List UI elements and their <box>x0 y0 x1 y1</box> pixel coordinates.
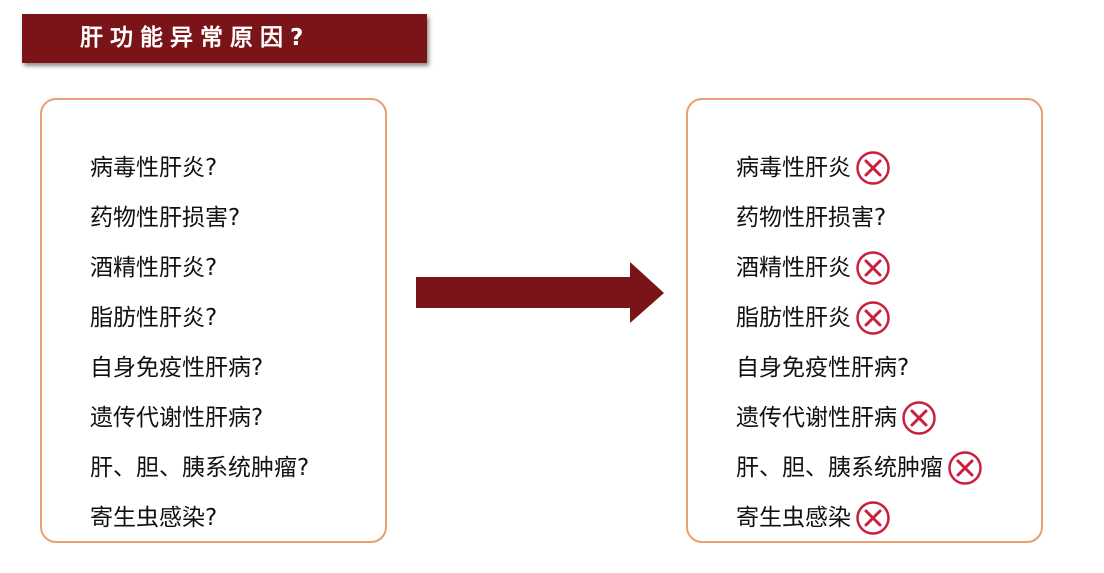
list-item: 自身免疫性肝病? <box>90 355 264 381</box>
x-mark-icon <box>901 400 937 436</box>
list-item: 寄生虫感染 <box>736 493 983 543</box>
list-item: 酒精性肝炎 <box>736 243 983 293</box>
slide-title: 肝功能异常原因? <box>22 14 427 63</box>
x-mark-icon <box>947 450 983 486</box>
item-text: 寄生虫感染 <box>736 505 851 531</box>
list-item: 自身免疫性肝病? <box>736 343 983 393</box>
list-item: 遗传代谢性肝病? <box>90 405 264 431</box>
x-mark-icon <box>855 300 891 336</box>
list-item: 酒精性肝炎? <box>90 255 218 281</box>
list-item: 药物性肝损害? <box>90 205 241 231</box>
list-item: 肝、胆、胰系统肿瘤? <box>90 455 310 481</box>
right-arrow-icon <box>416 262 664 323</box>
possible-causes-box: 病毒性肝炎? 药物性肝损害? 酒精性肝炎? 脂肪性肝炎? 自身免疫性肝病? 遗传代谢性肝病… <box>40 98 387 543</box>
x-mark-icon <box>855 500 891 536</box>
list-item: 肝、胆、胰系统肿瘤 <box>736 443 983 493</box>
item-text: 酒精性肝炎 <box>736 255 851 281</box>
list-item: 病毒性肝炎 <box>736 143 983 193</box>
item-text: 遗传代谢性肝病 <box>736 405 897 431</box>
list-item: 脂肪性肝炎 <box>736 293 983 343</box>
x-mark-icon <box>855 250 891 286</box>
item-text: 脂肪性肝炎 <box>736 305 851 331</box>
item-text: 药物性肝损害? <box>736 205 887 231</box>
possible-causes-list: 病毒性肝炎? 药物性肝损害? 酒精性肝炎? 脂肪性肝炎? 自身免疫性肝病? 遗传代谢性肝病… <box>90 143 309 543</box>
item-text: 肝、胆、胰系统肿瘤 <box>736 455 943 481</box>
list-item: 病毒性肝炎? <box>90 155 218 181</box>
evaluated-causes-list: 病毒性肝炎药物性肝损害? 酒精性肝炎脂肪性肝炎自身免疫性肝病? 遗传代谢性肝病肝、胆… <box>736 143 983 543</box>
item-text: 病毒性肝炎 <box>736 155 851 181</box>
list-item: 寄生虫感染? <box>90 505 218 531</box>
list-item: 脂肪性肝炎? <box>90 305 218 331</box>
list-item: 药物性肝损害? <box>736 193 983 243</box>
x-mark-icon <box>855 150 891 186</box>
evaluated-causes-box: 病毒性肝炎药物性肝损害? 酒精性肝炎脂肪性肝炎自身免疫性肝病? 遗传代谢性肝病肝、胆… <box>686 98 1043 543</box>
item-text: 自身免疫性肝病? <box>736 355 910 381</box>
list-item: 遗传代谢性肝病 <box>736 393 983 443</box>
